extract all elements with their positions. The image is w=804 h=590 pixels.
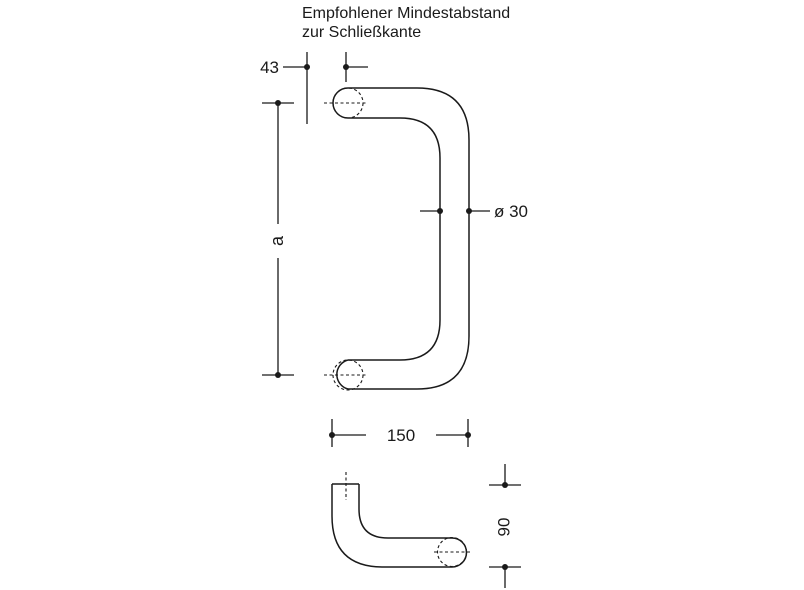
dimension-diameter: ø 30	[420, 202, 528, 221]
diameter-label: ø 30	[494, 202, 528, 221]
width-label: 150	[387, 426, 415, 445]
side-inner-outline	[358, 484, 452, 539]
side-outer-outline	[331, 484, 452, 568]
handle-front-view	[324, 87, 470, 391]
caption-line-1: Empfohlener Mindestabstand	[302, 5, 510, 22]
depth-label: 90	[494, 518, 513, 537]
handle-outer-outline	[348, 87, 470, 390]
length-label: a	[267, 235, 287, 246]
side-mount-circle	[436, 536, 468, 568]
dimension-43: 43	[260, 52, 368, 124]
dimension-90: 90	[489, 464, 521, 588]
dimension-a: a	[262, 100, 294, 378]
handle-inner-outline	[348, 117, 441, 361]
dimension-150: 150	[329, 419, 471, 447]
caption-line-2: zur Schließkante	[302, 24, 421, 41]
handle-side-view	[331, 472, 472, 568]
edge-distance-label: 43	[260, 58, 279, 77]
